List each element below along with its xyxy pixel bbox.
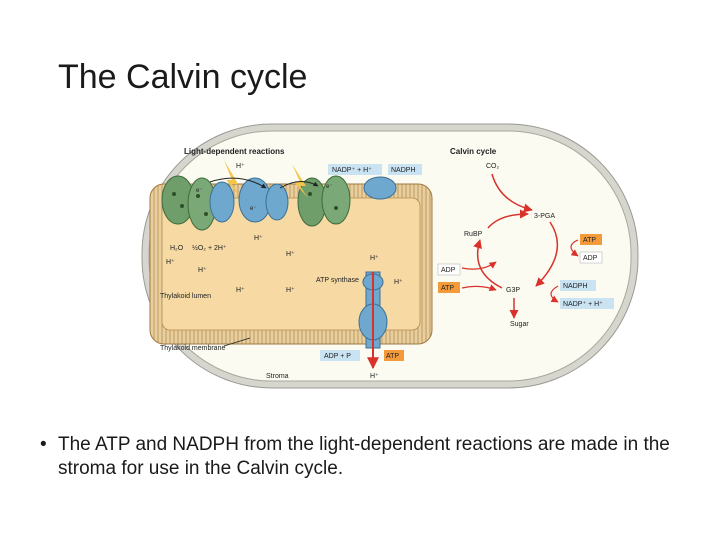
proton-label: H⁺ xyxy=(236,287,245,294)
proton-label: H⁺ xyxy=(370,373,379,380)
proton-label: H⁺ xyxy=(236,163,245,170)
adp-label-right: ADP xyxy=(583,255,598,262)
cycle-arrow-pga xyxy=(535,221,559,287)
electron-label: e⁻ xyxy=(326,184,333,190)
g3p-label: G3P xyxy=(506,287,520,294)
calvin-title: Calvin cycle xyxy=(450,147,497,156)
adp-return-arrow xyxy=(461,261,497,270)
nadph-label-right: NADPH xyxy=(563,283,588,290)
adp-label-left: ADP xyxy=(441,267,456,274)
nadp-box-right xyxy=(560,298,614,309)
rubp-label: RuBP xyxy=(464,231,483,238)
atp-box-right xyxy=(580,234,602,245)
water-label: H₂O xyxy=(170,245,184,252)
cytochrome-complex xyxy=(238,177,289,223)
co2-label: CO₂ xyxy=(486,163,500,170)
photosystem-i xyxy=(297,175,397,227)
sugar-label: Sugar xyxy=(510,321,529,328)
atp-box-left xyxy=(438,282,460,293)
bullet-text: The ATP and NADPH from the light-depende… xyxy=(58,434,670,479)
atp-to-adp-arrow xyxy=(570,239,579,257)
proton-label: H⁺ xyxy=(394,279,403,286)
proton-label: H⁺ xyxy=(286,251,295,258)
chloroplast-diagram: Light-dependent reactions H₂O ½O₂ + 2H⁺ … xyxy=(141,123,639,389)
nadph-label-top: NADPH xyxy=(391,167,416,174)
proton-label: H⁺ xyxy=(286,287,295,294)
oxygen-label: ½O₂ + 2H⁺ xyxy=(192,244,227,252)
atp-label-right: ATP xyxy=(583,237,596,244)
nadph-arrow xyxy=(550,285,559,303)
adp-p-box xyxy=(320,350,360,361)
nadp-label-right: NADP⁺ + H⁺ xyxy=(563,301,603,308)
atp-supply-arrow xyxy=(461,284,497,292)
adp-box-right xyxy=(579,251,603,264)
proton-label: H⁺ xyxy=(166,259,175,266)
stroma-label: Stroma xyxy=(266,373,289,380)
atp-box-bottom xyxy=(384,350,404,361)
bullet-point: • The ATP and NADPH from the light-depen… xyxy=(40,433,680,481)
cycle-arrow-co2 xyxy=(491,173,533,213)
atp-label-left: ATP xyxy=(441,285,454,292)
cycle-arrow-rubp xyxy=(487,209,529,229)
nadph-box-right xyxy=(560,280,596,291)
light-reactions-title: Light-dependent reactions xyxy=(184,147,285,156)
thylakoid-lumen-label: Thylakoid lumen xyxy=(160,293,211,300)
nadp-label-top: NADP⁺ + H⁺ xyxy=(332,167,372,174)
nadph-box-top xyxy=(388,164,422,175)
thylakoid-lumen xyxy=(161,197,421,331)
electron-label: e⁻ xyxy=(250,206,257,212)
proton-label: H⁺ xyxy=(370,255,379,262)
thylakoid-membrane-label: Thylakoid membrane xyxy=(160,345,225,352)
proton-label: H⁺ xyxy=(198,267,207,274)
proton-label: H⁺ xyxy=(254,235,263,242)
atp-label-bottom: ATP xyxy=(386,353,399,360)
electron-transport-arrow xyxy=(279,181,319,189)
electron-label: e⁻ xyxy=(196,188,203,194)
atp-synthase-label: ATP synthase xyxy=(316,277,359,284)
adp-p-label: ADP + P xyxy=(324,353,351,360)
adp-box-left xyxy=(437,263,461,276)
bullet-marker: • xyxy=(40,434,47,455)
nadp-box-top xyxy=(328,164,382,175)
electron-transport-arrow xyxy=(209,177,267,189)
photosystem-ii xyxy=(161,175,235,231)
membrane-pointer xyxy=(223,337,251,347)
pga-label: 3-PGA xyxy=(534,213,555,220)
slide-title: The Calvin cycle xyxy=(58,58,308,96)
